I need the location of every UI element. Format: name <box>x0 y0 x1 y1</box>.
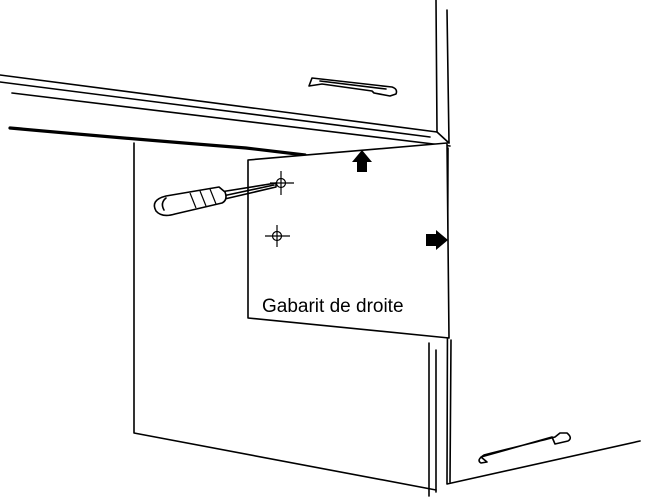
upper-cabinet <box>0 0 451 147</box>
template-sheet <box>247 142 450 339</box>
arrow-right-icon <box>426 230 448 250</box>
lower-handle <box>478 432 572 464</box>
template-label: Gabarit de droite <box>262 296 404 317</box>
upper-handle <box>308 77 398 97</box>
screwdriver-icon <box>153 182 277 217</box>
screw-hole-mark-bottom <box>265 225 290 247</box>
countertop-edge <box>8 126 307 157</box>
arrow-up-icon <box>352 150 372 172</box>
